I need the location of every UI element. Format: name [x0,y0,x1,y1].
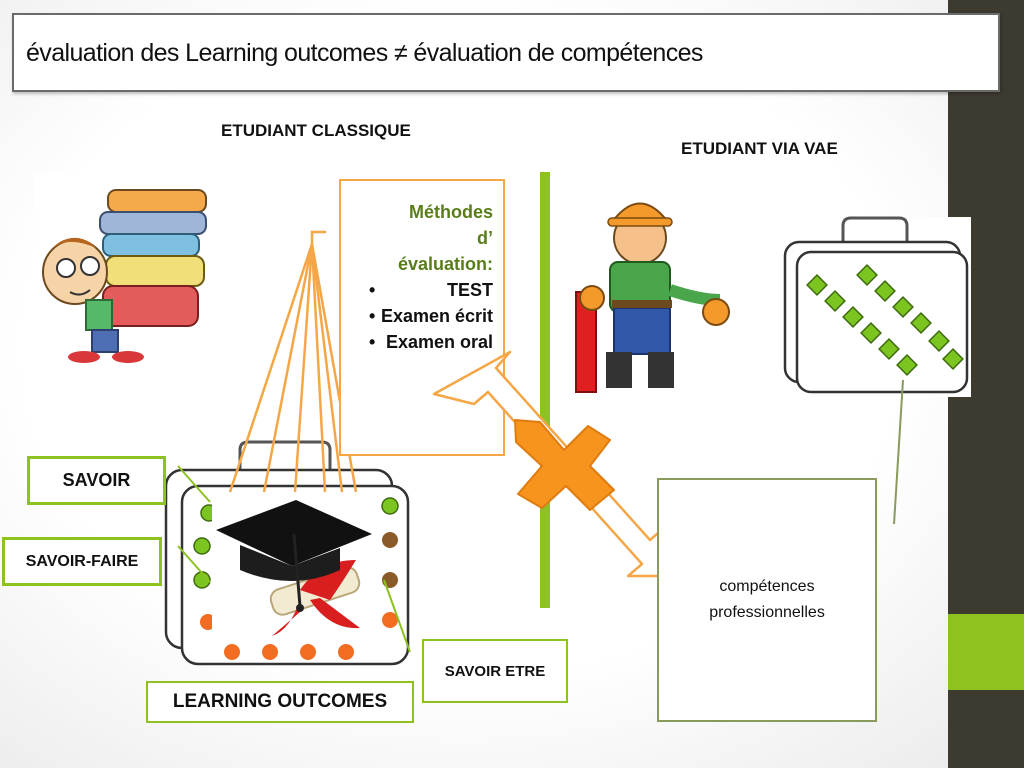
vertical-divider [540,172,550,608]
competences-line1: compétences [719,578,815,595]
methods-list: TEST Examen écrit Examen oral [347,277,493,355]
competences-line2: professionnelles [709,604,825,621]
books-student-illustration [34,174,214,374]
connector-line [893,379,904,525]
vae-briefcase-icon [781,216,971,397]
competences-box: compétences professionnelles [657,478,877,722]
page-title: évaluation des Learning outcomes ≠ évalu… [26,39,703,67]
sidebar-accent [948,614,1024,690]
learning-outcomes-label: LEARNING OUTCOMES [146,681,414,723]
methods-title-line3: évaluation: [397,254,493,274]
methods-title-line1: Méthodes [408,202,493,222]
worker-illustration [575,202,730,393]
graduation-cap-diploma-image [212,500,380,640]
savoir-faire-label: SAVOIR-FAIRE [2,537,162,586]
savoir-label: SAVOIR [27,456,166,505]
method-item-oral-exam: Examen oral [347,329,493,355]
method-item-test: TEST [347,277,493,303]
left-heading: ETUDIANT CLASSIQUE [221,121,411,140]
title-box: évaluation des Learning outcomes ≠ évalu… [12,13,1000,92]
evaluation-methods-box: Méthodes d’ évaluation: TEST Examen écri… [339,179,505,456]
right-heading: ETUDIANT VIA VAE [681,139,838,158]
savoir-etre-label: SAVOIR ETRE [422,639,568,703]
method-item-written-exam: Examen écrit [347,303,493,329]
label-pointer-lines [177,465,411,653]
evaluation-fan-lines [228,230,358,493]
methods-title-line2: d’ [477,228,493,248]
